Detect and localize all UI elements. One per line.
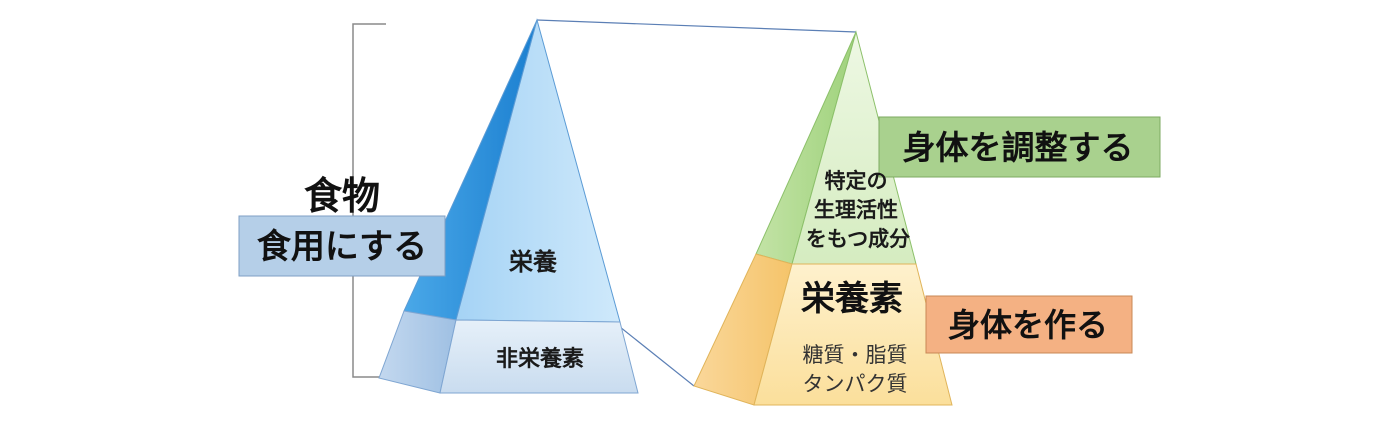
nutrition-label: 栄養 [508,248,557,276]
callout-box-eat [238,215,446,277]
callout-box-build [925,295,1133,354]
left-pyramid-bottom-front [439,319,639,394]
food-title: 食物 [304,174,380,218]
regulate-body-label: 身体を調整する [903,128,1134,167]
callout-box-regulate [878,116,1161,178]
bioactive-line-3: をもつ成分 [806,227,910,251]
build-body-label: 身体を作る [948,306,1108,344]
connector-line-bottom [614,322,695,387]
edible-label: 食用にする [257,227,427,267]
right-pyramid [693,30,953,406]
nutrients-line-2: タンパク質 [803,372,908,396]
non-nutrient-label: 非栄養素 [496,346,584,372]
left-pyramid [378,18,639,394]
right-pyramid-lower-front [753,263,953,406]
bioactive-line-1: 特定の [825,169,888,193]
nutrients-line-1: 糖質・脂質 [803,343,908,367]
connector-line-top [536,19,857,33]
nutrients-title: 栄養素 [801,279,903,319]
bioactive-line-2: 生理活性 [814,198,898,222]
grouping-bracket [352,23,386,378]
